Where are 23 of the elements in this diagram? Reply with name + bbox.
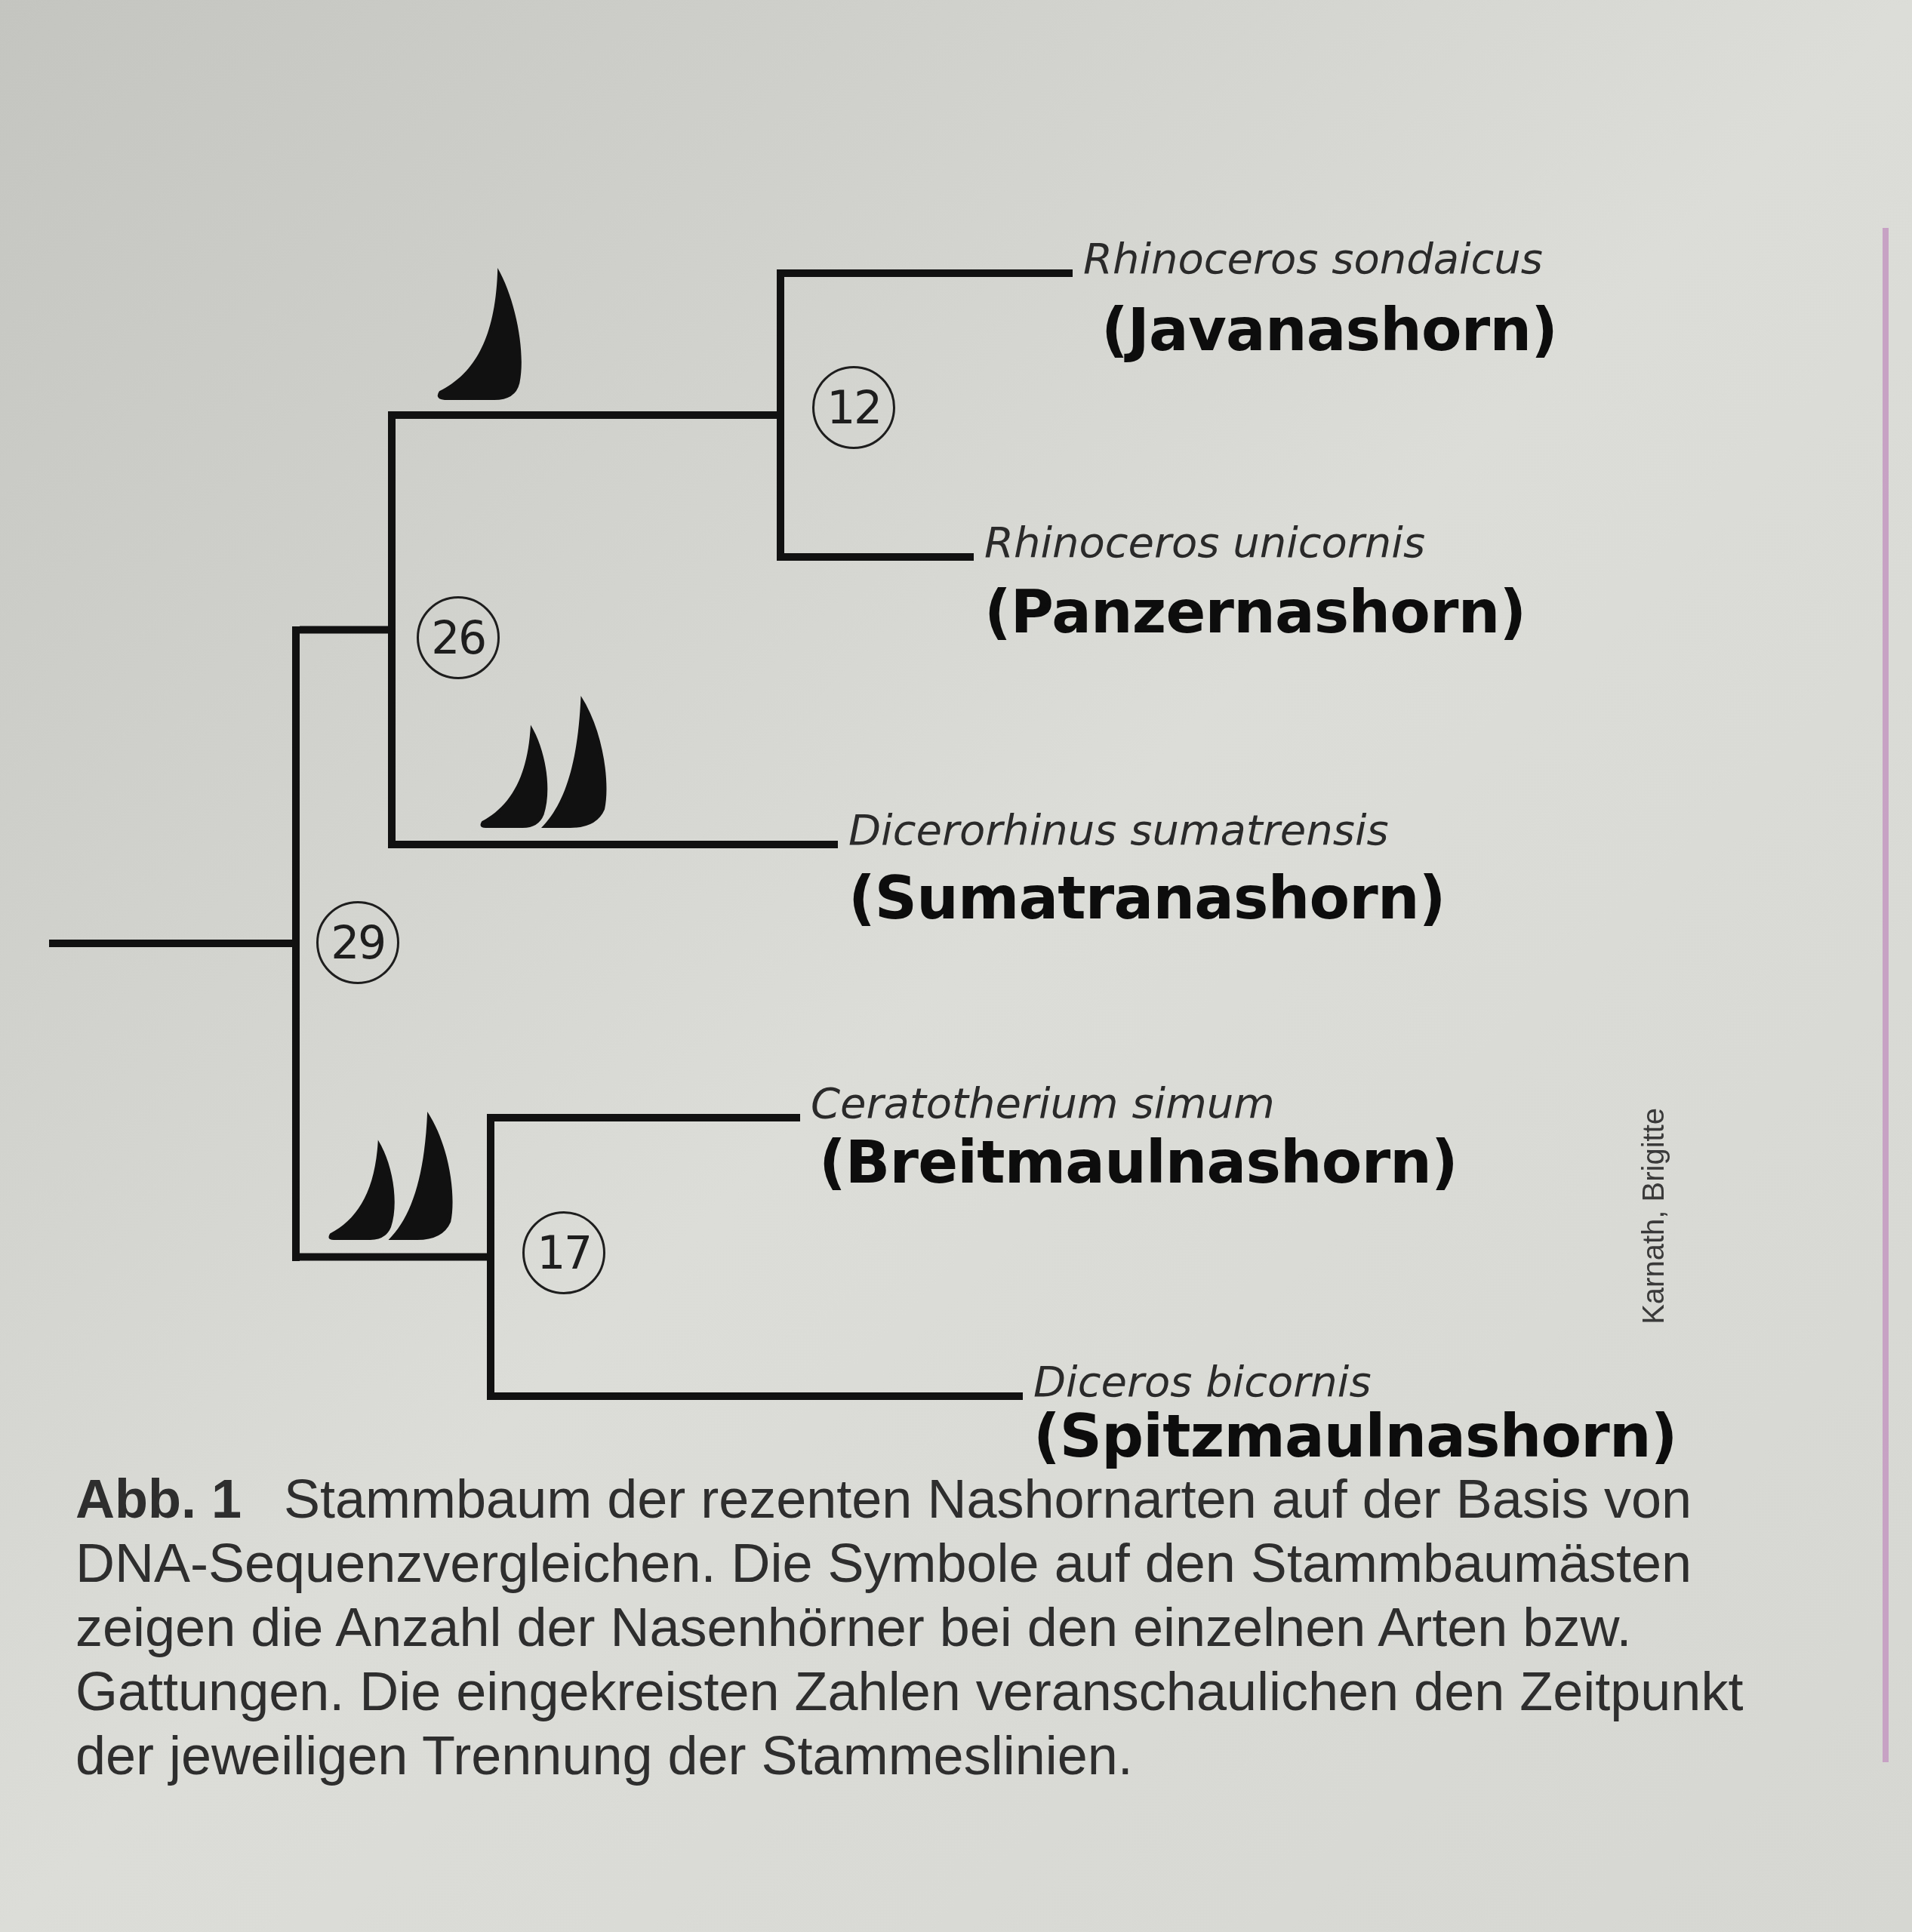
branch-line [396,411,777,419]
branch-line [300,626,388,634]
species-name: Rhinoceros unicornis [984,517,1426,568]
handwritten-common-name: (Breitmaulnashorn) [819,1133,1458,1192]
handwritten-common-name: (Panzernashorn) [984,583,1526,642]
handwritten-common-name: (Sumatranashorn) [848,869,1446,928]
branch-line [49,940,292,947]
circled-number: 29 [316,901,399,984]
branch-line [494,1114,800,1121]
species-name: Diceros bicornis [1033,1356,1372,1407]
species-name: Rhinoceros sondaicus [1083,233,1544,285]
circled-number: 17 [522,1211,605,1294]
species-name: Ceratotherium simum [811,1078,1275,1129]
branch-line [494,1392,1023,1400]
circled-number: 26 [417,596,500,679]
branch-line [784,269,1073,277]
branch-line [300,1253,487,1261]
branch-line [784,553,974,561]
branch-line [396,841,838,848]
circled-number: 12 [812,366,895,449]
figure-caption: Abb. 1 Stammbaum der rezenten Nashornarten auf der Basis von DNA-Sequenzvergleichen. Die Symbole auf den Stammbaumästen zeigen die Anzahl der Nasenhörner bei den einzelnen Arten bzw. Gattungen. Die eingekreisten Zahlen veranschaulichen den Zeitpunkt der jeweiligen Trennung der Stammeslinien. [75,1469,1744,1787]
credit-text: Karnath, Brigitte [1638,1108,1668,1324]
species-name: Dicerorhinus sumatrensis [848,804,1389,856]
